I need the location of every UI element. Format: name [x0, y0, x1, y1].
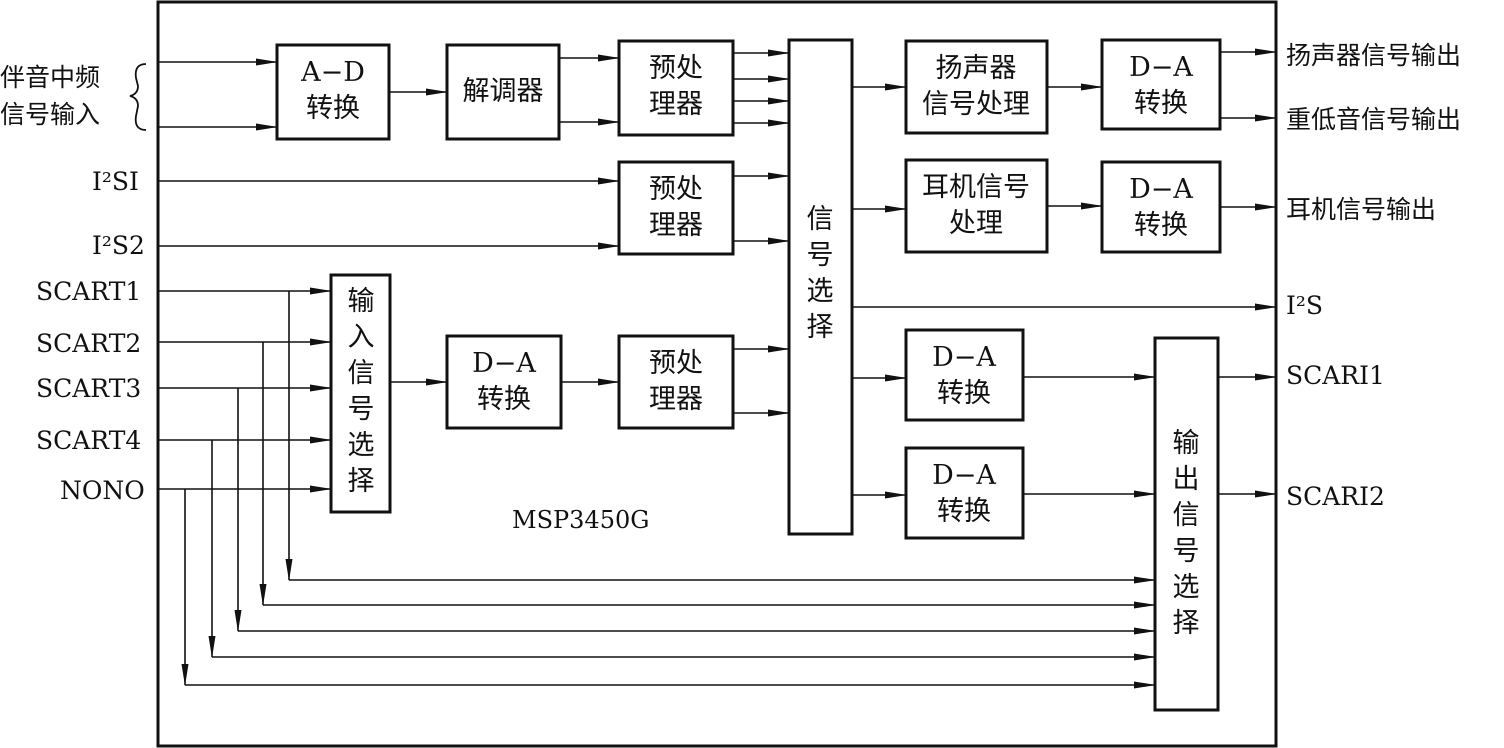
input-label-i2s2: I²S2: [92, 231, 145, 260]
svg-text:择: 择: [348, 466, 375, 497]
svg-text:输: 输: [348, 286, 375, 317]
svg-text:信: 信: [1173, 500, 1200, 531]
svg-text:入: 入: [348, 322, 375, 353]
input-label-scart2: SCART2: [36, 329, 141, 358]
input-label-scart1: SCART1: [36, 277, 141, 306]
svg-text:处理: 处理: [949, 208, 1003, 239]
svg-text:转换: 转换: [1134, 210, 1188, 241]
output-label-i2s: I²S: [1286, 291, 1323, 320]
signal-select-block: 信 号 选 择: [787, 38, 854, 536]
svg-text:转换: 转换: [937, 496, 991, 527]
svg-text:D−A: D−A: [932, 342, 996, 373]
da-converter-headphone-block: D−A 转换: [1100, 160, 1222, 254]
svg-text:耳机信号: 耳机信号: [922, 172, 1030, 203]
svg-text:D−A: D−A: [1129, 52, 1193, 83]
svg-text:选: 选: [807, 276, 834, 307]
svg-text:号: 号: [348, 394, 375, 425]
svg-text:理器: 理器: [649, 89, 703, 120]
svg-text:理器: 理器: [649, 384, 703, 415]
output-label-subwoofer: 重低音信号输出: [1286, 105, 1461, 134]
da-converter-scart1-block: D−A 转换: [904, 328, 1025, 422]
input-label-if-line1: 伴音中频: [0, 63, 100, 92]
da-converter-input-block: D−A 转换: [445, 334, 563, 430]
preprocessor-block-3: 预处 理器: [617, 334, 735, 430]
da-converter-speaker-block: D−A 转换: [1100, 38, 1222, 131]
svg-text:输: 输: [1173, 428, 1200, 459]
headphone-signal-processing-block: 耳机信号 处理: [904, 158, 1049, 254]
svg-text:预处: 预处: [649, 174, 703, 205]
svg-text:号: 号: [807, 240, 834, 271]
svg-text:信: 信: [348, 358, 375, 389]
output-label-headphone: 耳机信号输出: [1286, 195, 1436, 224]
svg-text:预处: 预处: [649, 53, 703, 84]
output-label-scari1: SCARI1: [1286, 361, 1385, 390]
svg-text:D−A: D−A: [1129, 174, 1193, 205]
preprocessor-block-2: 预处 理器: [617, 160, 735, 256]
svg-text:择: 择: [807, 312, 834, 343]
svg-text:理器: 理器: [649, 210, 703, 241]
svg-text:选: 选: [1173, 572, 1200, 603]
svg-text:扬声器: 扬声器: [936, 53, 1017, 84]
input-label-nono: NONO: [60, 476, 145, 505]
input-label-if-line2: 信号输入: [0, 100, 100, 129]
da-converter-scart2-block: D−A 转换: [904, 446, 1025, 540]
output-signal-select-block: 输 出 信 号 选 择: [1153, 336, 1220, 712]
svg-text:A−D: A−D: [300, 57, 365, 88]
svg-text:解调器: 解调器: [463, 76, 544, 107]
svg-text:择: 择: [1173, 608, 1200, 639]
svg-text:转换: 转换: [937, 378, 991, 409]
input-brace: [129, 63, 147, 131]
svg-text:信号处理: 信号处理: [922, 89, 1030, 120]
demodulator-block: 解调器: [445, 43, 561, 141]
input-label-scart4: SCART4: [36, 426, 141, 455]
svg-text:D−A: D−A: [472, 348, 536, 379]
svg-text:预处: 预处: [649, 348, 703, 379]
preprocessor-block-1: 预处 理器: [617, 39, 735, 137]
output-label-scari2: SCARI2: [1286, 482, 1385, 511]
input-label-scart3: SCART3: [36, 374, 141, 403]
svg-text:选: 选: [348, 430, 375, 461]
svg-text:转换: 转换: [477, 384, 531, 415]
svg-text:转换: 转换: [306, 93, 360, 124]
ad-converter-block: A−D 转换: [275, 43, 391, 141]
svg-text:出: 出: [1173, 464, 1200, 495]
svg-text:信: 信: [807, 204, 834, 235]
svg-text:号: 号: [1173, 536, 1200, 567]
input-label-i2s1: I²SI: [92, 167, 139, 196]
speaker-signal-processing-block: 扬声器 信号处理: [904, 39, 1049, 135]
chip-name: MSP3450G: [512, 506, 649, 534]
signal-lines: [158, 48, 1277, 689]
svg-text:转换: 转换: [1134, 88, 1188, 119]
svg-text:D−A: D−A: [932, 460, 996, 491]
output-label-speaker: 扬声器信号输出: [1286, 41, 1461, 70]
input-signal-select-block: 输 入 信 号 选 择: [329, 273, 392, 514]
